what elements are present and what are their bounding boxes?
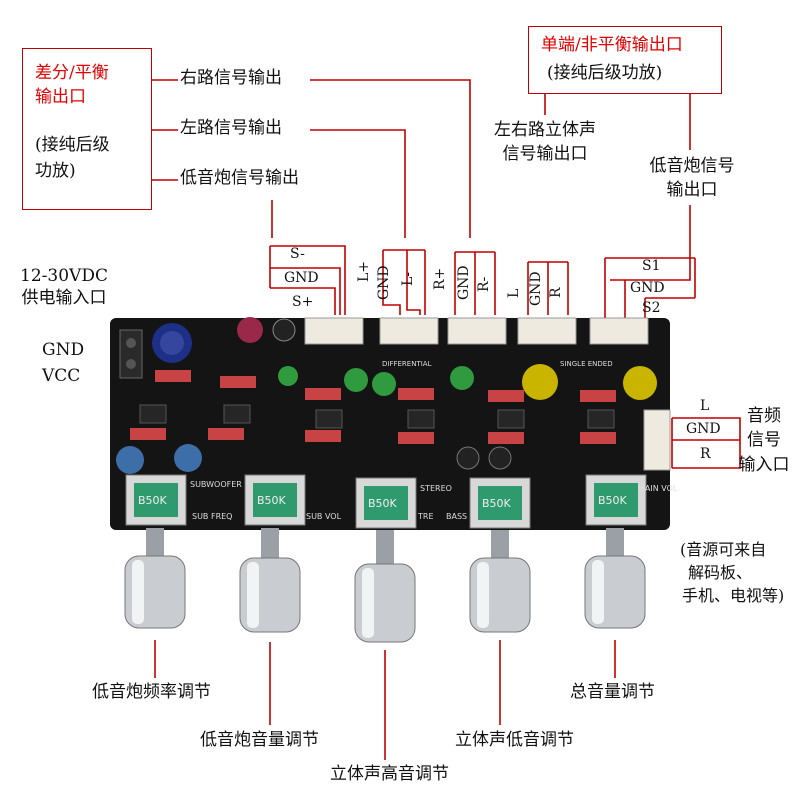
pot-label: B50K [257,494,286,507]
connector-sub-diff [304,317,364,345]
pin-gnd: GND [456,265,472,300]
audio-pin-gnd: GND [686,421,721,437]
source-note: (音源可来自 解码板、 手机、电视等) [680,538,784,608]
knob-master [584,528,646,629]
connector-sub-se [589,317,649,345]
connector-r-diff [447,317,507,345]
connector-audio-in [643,409,671,471]
pin-gnd: GND [630,280,665,296]
box-title-2: 输出口 [35,87,86,107]
pcb-board [110,317,671,530]
pin-gnd: GND [376,265,392,300]
silk-bass: BASS [446,512,468,521]
box-note-2: 功放) [35,161,76,181]
capacitor-yellow [522,364,558,400]
knob-sub-freq [124,528,186,629]
subwoofer-output-line1: 低音炮信号 [649,156,735,176]
box-note: (接纯后级 [35,135,110,155]
capacitor-small-blue [116,446,144,474]
stereo-output-line2: 信号输出口 [502,144,588,165]
pin-gnd: GND [284,270,319,286]
label-bass: 立体声低音调节 [455,730,574,750]
audio-input-label: 音频 信号 输入口 [736,406,792,475]
subwoofer-signal-output: 低音炮信号输出 [180,168,299,188]
pin-r-plus: R+ [432,267,448,290]
audio-input-line1: 音频 [747,406,781,426]
knobs [124,528,646,643]
source-note-line1: (音源可来自 [680,540,767,559]
silk-stereo: STEREO [420,484,452,493]
pot-label: B50K [138,494,167,507]
power-input-label: 12-30VDC 供电输入口 [14,266,114,309]
silk-tre: TRE [418,512,434,521]
connector-l-diff [379,317,439,345]
power-gnd-label: GND [42,340,85,360]
box-note: (接纯后级功放) [547,63,663,83]
box-title: 单端/非平衡输出口 [541,35,683,55]
capacitor-red [237,317,263,343]
pot-label: B50K [482,497,511,510]
silk-sub-vol: SUB VOL [306,512,342,521]
stereo-output-line1: 左右路立体声 [494,120,596,140]
silk-differential: DIFFERENTIAL [382,360,432,368]
subwoofer-output-label: 低音炮信号 输出口 [642,156,742,201]
pin-r-minus: R- [476,276,492,292]
label-master: 总音量调节 [570,682,655,702]
pin-l-minus: L- [400,271,416,286]
power-terminal [119,329,143,379]
source-note-line3: 手机、电视等) [682,586,785,606]
pin-l: L [506,288,522,298]
pin-l-plus: L+ [356,260,372,282]
box-title: 差分/平衡 [35,63,109,83]
stereo-output-label: 左右路立体声 信号输出口 [480,120,610,165]
audio-pin-l: L [700,398,710,414]
silk-main-vol: MAIN VOL [638,484,678,493]
knob-treble [354,530,416,643]
connector-stereo-se [517,317,577,345]
subwoofer-output-line2: 输出口 [666,180,718,201]
audio-pin-r: R [700,446,711,462]
right-signal-output: 右路信号输出 [180,68,282,88]
left-signal-output: 左路信号输出 [180,118,282,138]
pin-s-plus: S+ [292,294,314,310]
label-sub-freq: 低音炮频率调节 [92,682,211,702]
knob-sub-vol [239,528,301,633]
differential-output-box: 差分/平衡 输出口 (接纯后级 功放) [22,48,152,210]
pin-gnd: GND [528,271,544,306]
power-vcc-label: VCC [42,366,81,386]
pot-label: B50K [598,494,627,507]
label-sub-vol: 低音炮音量调节 [200,730,319,750]
pin-s1: S1 [642,258,661,274]
knob-bass [469,530,531,633]
audio-input-line3: 输入口 [738,454,790,475]
power-desc: 供电输入口 [21,288,107,309]
silk-subwoofer: SUBWOOFER [190,480,242,489]
pot-label: B50K [368,497,397,510]
silk-sub-freq: SUB FREQ [192,512,233,521]
silk-single-ended: SINGLE ENDED [560,360,613,368]
power-voltage: 12-30VDC [20,266,108,286]
pin-r: R [548,287,564,298]
pin-s-minus: S- [290,246,305,262]
single-ended-output-box: 单端/非平衡输出口 (接纯后级功放) [528,26,722,94]
label-treble: 立体声高音调节 [330,764,449,784]
audio-input-line2: 信号 [747,430,781,451]
pin-s2: S2 [642,300,661,316]
source-note-line2: 解码板、 [688,563,753,583]
